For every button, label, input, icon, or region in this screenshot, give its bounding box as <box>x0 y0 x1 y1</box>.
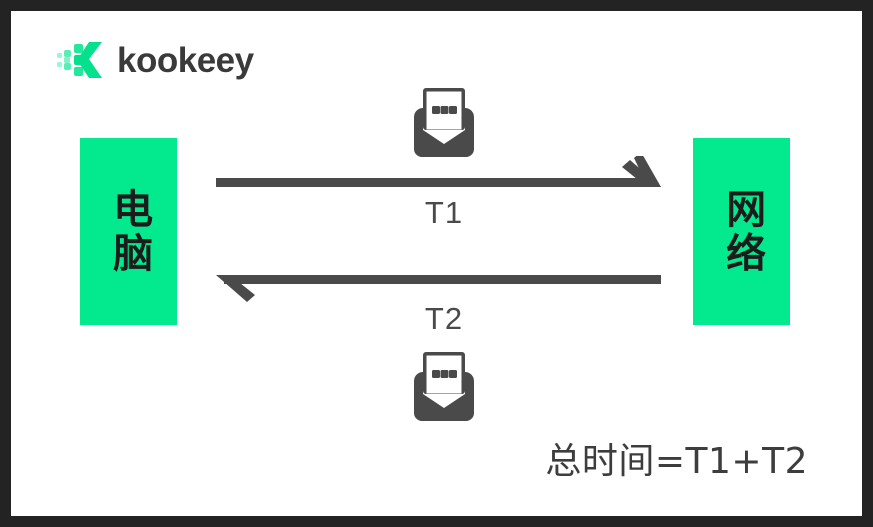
flow-caption-t1: T1 <box>424 195 464 230</box>
slide-canvas: kookeey 电脑 网络 T1 T2 <box>11 11 862 516</box>
envelope-message-icon <box>414 88 474 157</box>
node-computer-label: 电脑 <box>106 187 153 276</box>
brand-logo: kookeey <box>56 38 254 82</box>
flow-arrow-t1-right-icon <box>216 156 661 187</box>
node-network: 网络 <box>693 138 790 325</box>
kookeey-k-logo-icon <box>57 42 102 78</box>
total-time-formula: 总时间=T1+T2 <box>545 441 808 482</box>
brand-wordmark: kookeey <box>117 40 254 80</box>
flow-arrow-t2-left-icon <box>216 275 661 302</box>
node-computer: 电脑 <box>80 138 177 325</box>
envelope-message-icon <box>414 352 474 421</box>
flow-caption-t2: T2 <box>424 301 464 336</box>
node-network-label: 网络 <box>719 187 766 276</box>
